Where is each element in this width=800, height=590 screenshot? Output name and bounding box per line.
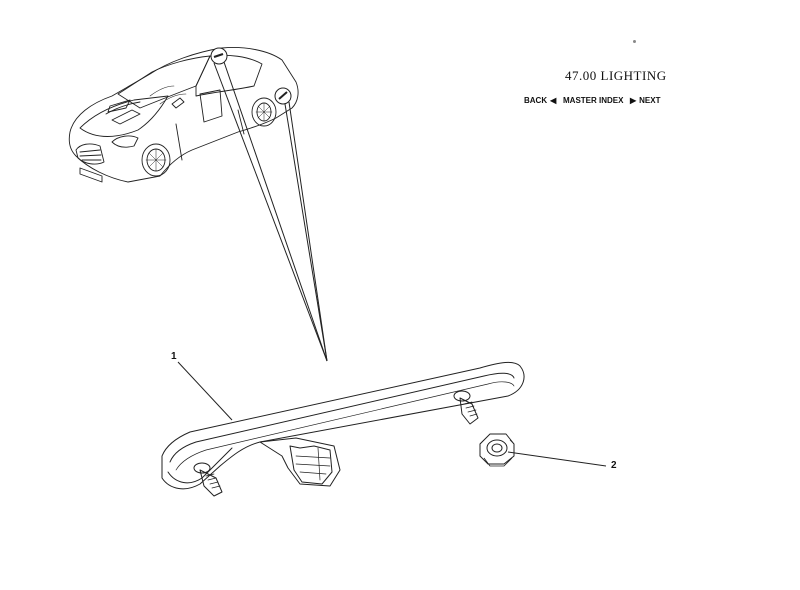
triangle-left-icon: ◀ xyxy=(550,95,557,105)
back-label: BACK xyxy=(524,95,548,105)
master-index-link[interactable]: MASTER INDEX xyxy=(563,93,623,107)
triangle-right-icon: ▶ xyxy=(630,95,637,105)
speck-dot xyxy=(633,40,636,43)
lamp-assembly xyxy=(161,361,525,497)
callout-part-2: 2 xyxy=(611,460,617,471)
leader-lines xyxy=(213,61,328,362)
next-link[interactable]: ▶ NEXT xyxy=(630,93,661,107)
flange-nut xyxy=(479,433,515,467)
master-index-label: MASTER INDEX xyxy=(563,95,624,105)
car-illustration xyxy=(68,47,299,183)
callout-part-1: 1 xyxy=(171,351,177,362)
page-title: 47.00 LIGHTING xyxy=(565,68,667,83)
next-label: NEXT xyxy=(639,95,661,105)
location-markers xyxy=(210,47,292,105)
back-link[interactable]: BACK ◀ xyxy=(524,93,556,107)
callout-leaders xyxy=(177,361,607,467)
